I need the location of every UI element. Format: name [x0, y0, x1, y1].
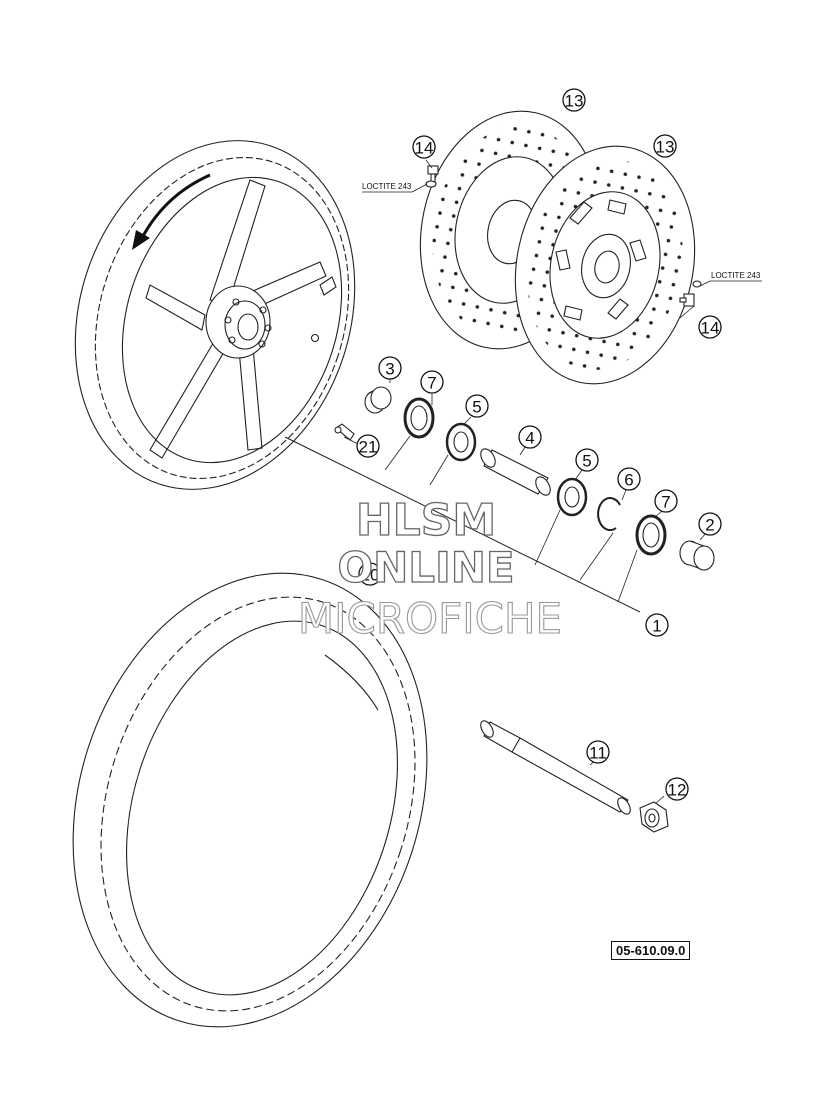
loctite-note-upper: LOCTITE 243	[362, 182, 412, 191]
spacer-tube-4	[480, 448, 551, 496]
callout-12: 12	[668, 781, 687, 800]
bearing-5a	[445, 422, 477, 462]
spacer-3	[364, 386, 392, 414]
callout-3: 3	[385, 360, 394, 379]
callout-11: 11	[589, 744, 607, 763]
loctite-leader-lines	[362, 159, 762, 319]
rotation-arrow-icon	[132, 173, 211, 250]
circlip-6	[597, 497, 621, 531]
watermark-line-3: MICROFICHE	[298, 594, 562, 643]
spacer-2	[679, 540, 715, 571]
callout-14-upper: 14	[415, 139, 434, 158]
callout-13-rear: 13	[565, 92, 584, 111]
callout-markers	[356, 88, 722, 801]
tire	[72, 572, 428, 1028]
hub-parts	[334, 386, 715, 571]
callout-6: 6	[624, 471, 633, 490]
callout-13-front: 13	[656, 138, 675, 157]
callout-4: 4	[525, 429, 534, 448]
callout-1: 1	[652, 617, 661, 636]
axis-line	[284, 436, 641, 613]
axle-11	[480, 720, 631, 815]
watermark: HLSM ONLINE MICROFICHE	[297, 494, 562, 643]
watermark-line-1: HLSM	[356, 495, 496, 546]
callout-5-left: 5	[472, 398, 481, 417]
shaft-seal-7a	[403, 397, 435, 439]
loctite-note-lower: LOCTITE 243	[711, 271, 761, 280]
shaft-seal-7b	[635, 514, 667, 556]
disc-bolt-upper	[425, 165, 439, 188]
callout-14-lower: 14	[701, 319, 720, 338]
watermark-line-2: ONLINE	[337, 543, 514, 592]
callout-5-right: 5	[582, 452, 591, 471]
callout-20: 20	[361, 566, 380, 585]
axle-nut-12	[639, 801, 669, 833]
callout-7-left: 7	[427, 374, 436, 393]
callout-numbers: 1 2 3 4 5 5 6 7 7 11 12 13 13 14 14 20 2…	[359, 92, 720, 800]
brake-disc-front	[514, 145, 696, 385]
wheel-rim	[74, 140, 356, 490]
bearing-5b	[556, 477, 588, 517]
tire-valve-21	[334, 423, 355, 441]
callout-7-right: 7	[661, 493, 670, 512]
callout-2: 2	[705, 516, 714, 535]
disc-bolt-lower	[679, 280, 702, 307]
callout-21: 21	[359, 438, 378, 457]
drawing-number-label: 05-610.09.0	[611, 941, 691, 960]
